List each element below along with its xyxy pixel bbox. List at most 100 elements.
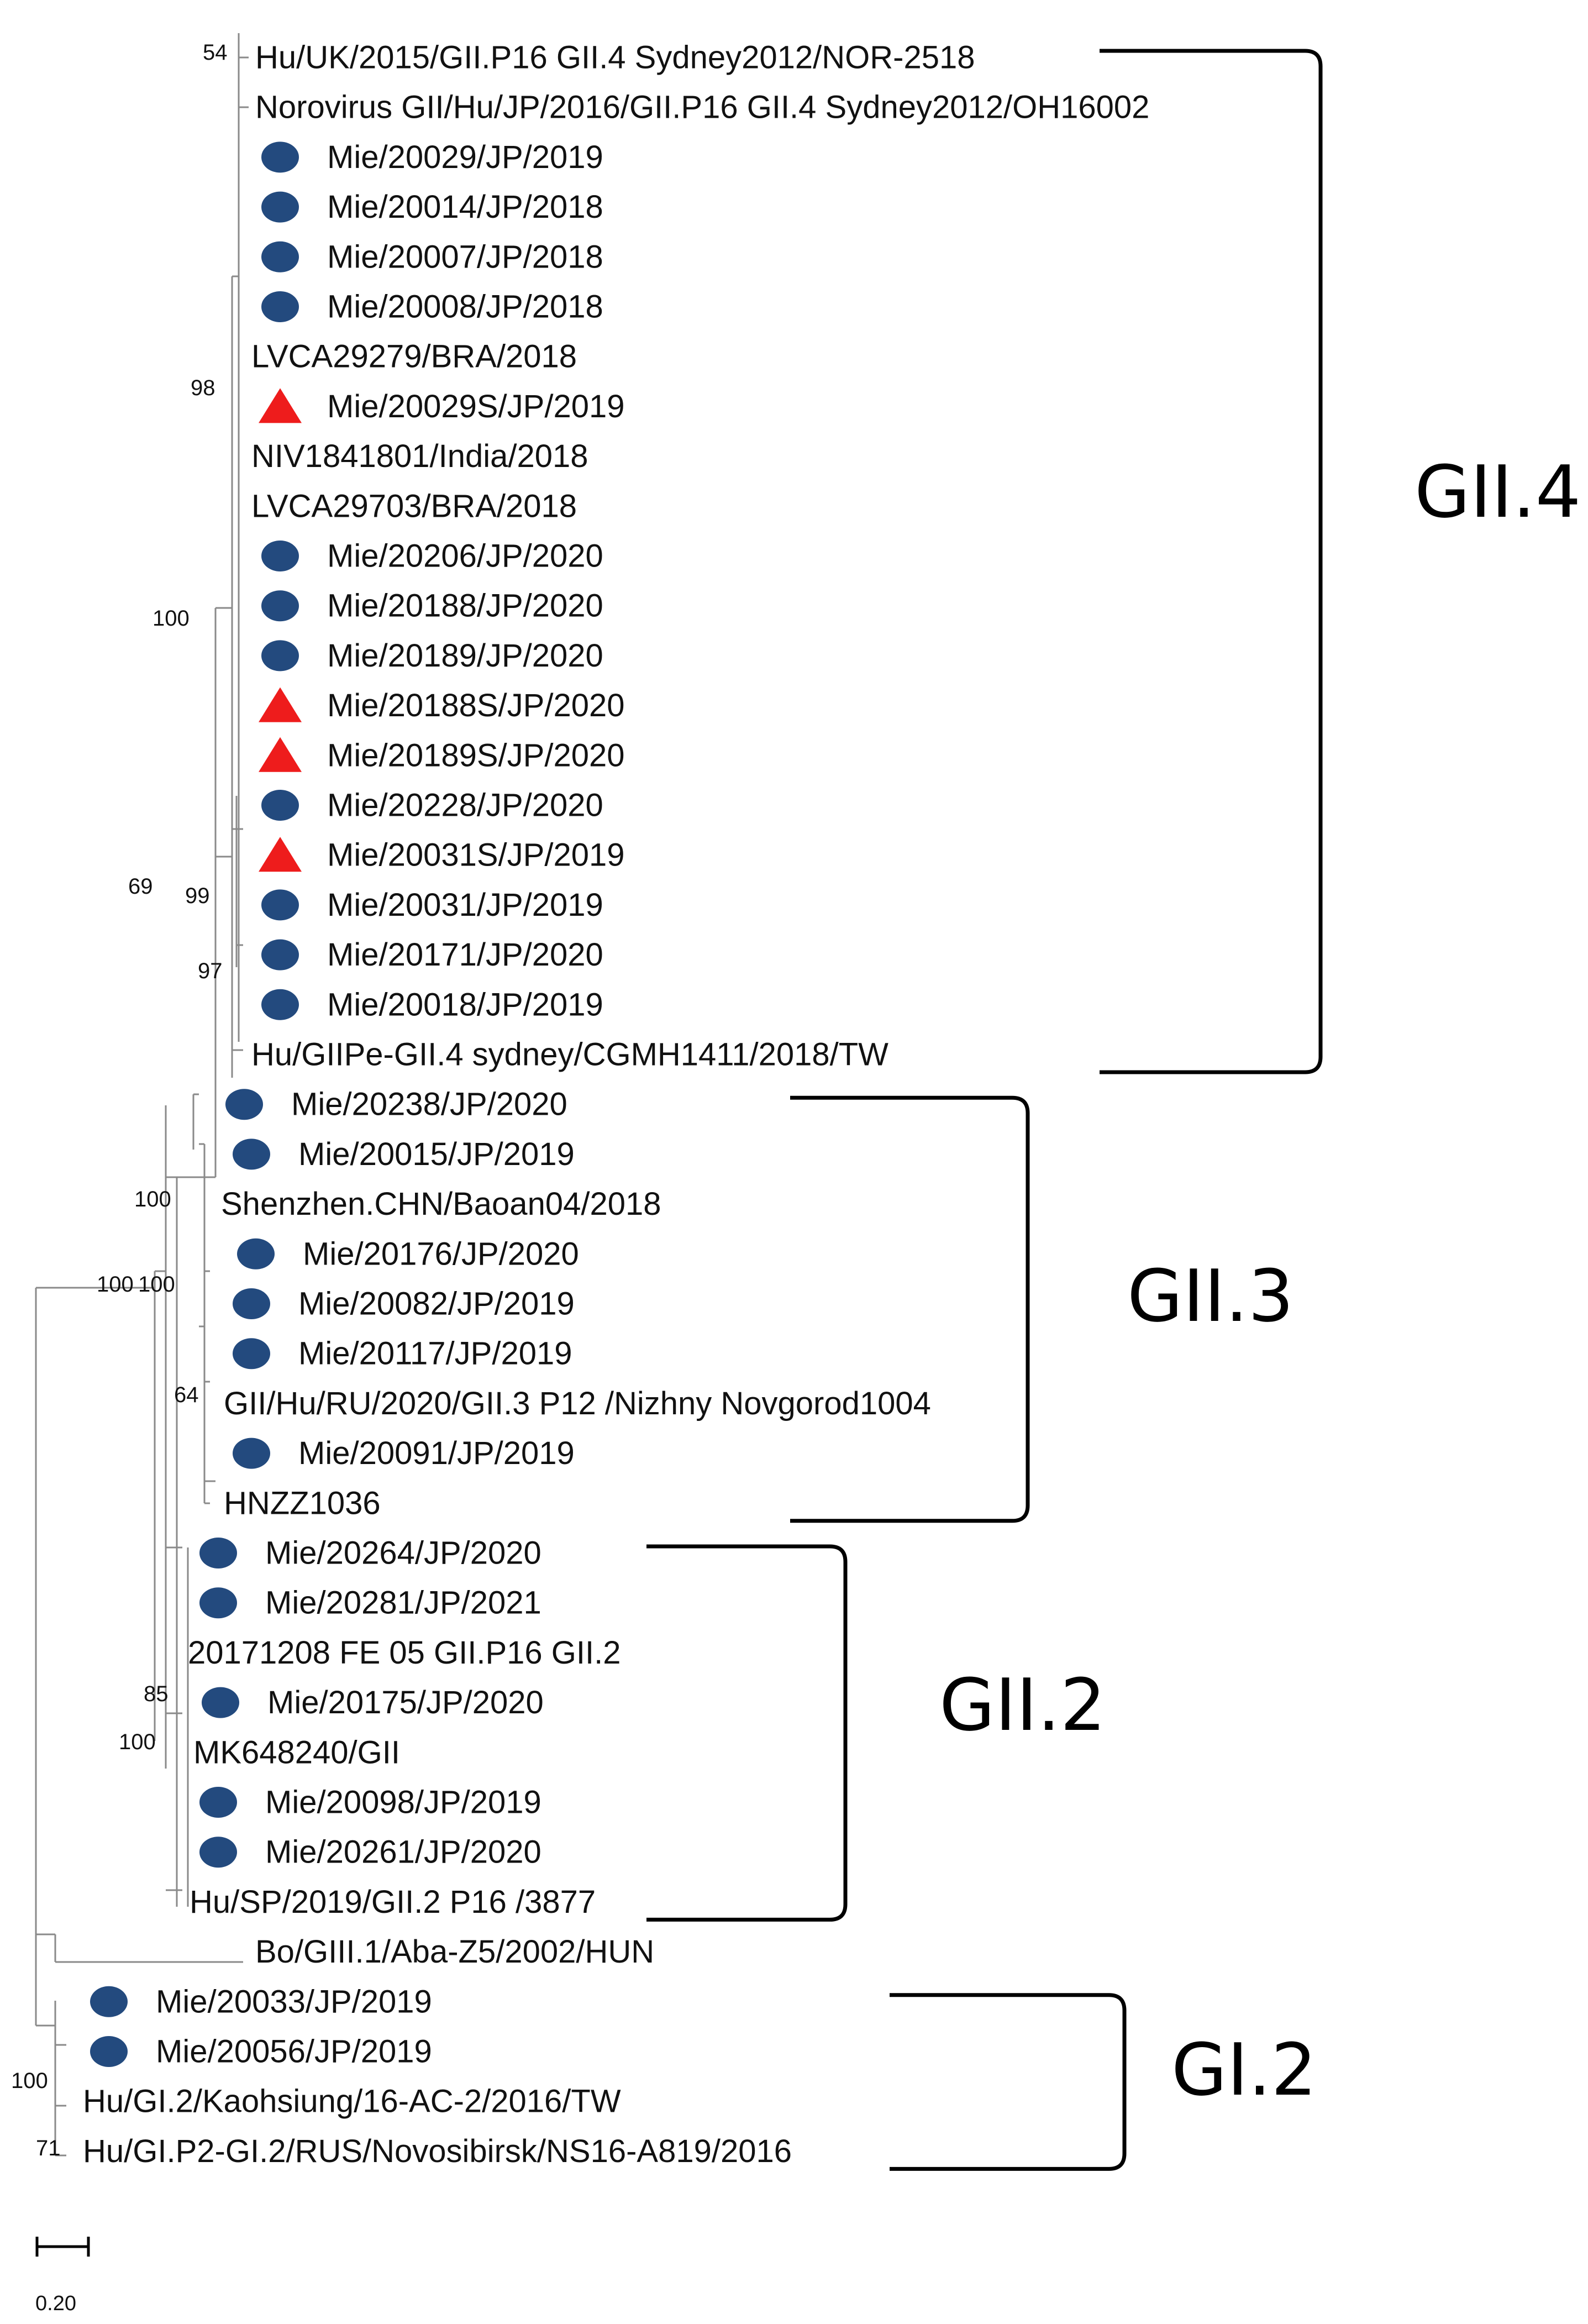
leaf-label: Mie/20188/JP/2020	[327, 588, 603, 624]
leaf-label: Mie/20031S/JP/2019	[327, 837, 624, 873]
bootstrap-value: 98	[191, 376, 215, 400]
circle-marker-icon	[261, 989, 299, 1020]
leaf-labels: Hu/UK/2015/GII.P16 GII.4 Sydney2012/NOR-…	[83, 40, 1149, 2169]
leaf-label: Hu/SP/2019/GII.2 P16 /3877	[190, 1884, 596, 1920]
leaf-label: Mie/20176/JP/2020	[303, 1236, 579, 1272]
leaf-label: LVCA29279/BRA/2018	[251, 339, 577, 375]
circle-marker-icon	[90, 2036, 128, 2067]
bootstrap-value: 100	[134, 1187, 171, 1211]
circle-marker-icon	[261, 889, 299, 921]
leaf-label: Mie/20007/JP/2018	[327, 239, 603, 275]
leaf-label: Mie/20015/JP/2019	[298, 1136, 575, 1172]
bootstrap-value: 71	[36, 2136, 61, 2160]
circle-marker-icon	[199, 1587, 237, 1619]
leaf-label: LVCA29703/BRA/2018	[251, 488, 577, 524]
circle-marker-icon	[261, 541, 299, 571]
leaf-label: Mie/20029/JP/2019	[327, 139, 603, 175]
bootstrap-value: 100	[153, 606, 190, 631]
leaf-label: Mie/20171/JP/2020	[327, 937, 603, 973]
scale-bar-label: 0.20	[35, 2292, 76, 2315]
leaf-label: Hu/GI.P2-GI.2/RUS/Novosibirsk/NS16-A819/…	[83, 2133, 792, 2169]
leaf-label: Mie/20008/JP/2018	[327, 289, 603, 325]
bootstrap-value: 54	[203, 40, 228, 65]
circle-marker-icon	[199, 1787, 237, 1818]
leaf-label: Hu/UK/2015/GII.P16 GII.4 Sydney2012/NOR-…	[255, 40, 975, 76]
circle-marker-icon	[261, 640, 299, 672]
clade-label: GII.2	[939, 1663, 1106, 1747]
circle-marker-icon	[233, 1139, 270, 1170]
leaf-label: Mie/20228/JP/2020	[327, 788, 603, 823]
circle-marker-icon	[261, 141, 299, 173]
bootstrap-value: 85	[144, 1682, 169, 1706]
circle-marker-icon	[202, 1687, 239, 1718]
clade-bracket	[1100, 49, 1323, 1074]
bootstrap-value: 97	[198, 959, 223, 983]
leaf-label: Mie/20018/JP/2019	[327, 987, 603, 1022]
leaf-label: Mie/20189S/JP/2020	[327, 737, 624, 773]
triangle-marker-icon	[259, 737, 302, 772]
circle-marker-icon	[261, 790, 299, 821]
leaf-label: Mie/20261/JP/2020	[265, 1834, 541, 1870]
leaf-label: GII/Hu/RU/2020/GII.3 P12 /Nizhny Novgoro…	[224, 1386, 931, 1421]
tree-branches	[35, 33, 249, 2157]
circle-marker-icon	[261, 291, 299, 322]
circle-marker-icon	[233, 1438, 270, 1469]
leaf-label: Mie/20056/JP/2019	[156, 2034, 432, 2070]
leaf-label: Hu/GIIPe-GII.4 sydney/CGMH1411/2018/TW	[251, 1037, 888, 1073]
leaf-label: Bo/GIII.1/Aba-Z5/2002/HUN	[255, 1934, 654, 1970]
leaf-label: Mie/20188S/JP/2020	[327, 688, 624, 723]
triangle-marker-icon	[259, 388, 302, 423]
clade-bracket	[646, 1544, 848, 1922]
bootstrap-value: 69	[128, 874, 153, 899]
leaf-label: Mie/20189/JP/2020	[327, 638, 603, 674]
circle-marker-icon	[233, 1288, 270, 1319]
scale-bar: 0.20	[35, 2237, 90, 2315]
circle-marker-icon	[261, 241, 299, 272]
clade-label: GI.2	[1171, 2028, 1317, 2112]
leaf-label: HNZZ1036	[224, 1485, 381, 1521]
circle-marker-icon	[199, 1837, 237, 1868]
leaf-label: Mie/20175/JP/2020	[267, 1685, 544, 1720]
leaf-label: Mie/20117/JP/2019	[298, 1336, 572, 1372]
clade-bracket	[790, 1095, 1030, 1523]
circle-marker-icon	[90, 1986, 128, 2017]
bootstrap-value: 100	[119, 1730, 156, 1754]
clade-label: GII.4	[1415, 450, 1581, 534]
circle-marker-icon	[225, 1089, 263, 1120]
circle-marker-icon	[237, 1238, 275, 1269]
leaf-label: 20171208 FE 05 GII.P16 GII.2	[188, 1635, 621, 1671]
bootstrap-value: 64	[174, 1383, 199, 1407]
triangle-marker-icon	[259, 837, 302, 872]
clade-label: GII.3	[1127, 1254, 1293, 1338]
leaf-label: Mie/20264/JP/2020	[265, 1535, 541, 1571]
triangle-marker-icon	[259, 687, 302, 722]
leaf-label: Mie/20029S/JP/2019	[327, 389, 624, 424]
leaf-label: Hu/GI.2/Kaohsiung/16-AC-2/2016/TW	[83, 2084, 621, 2120]
leaf-label: Mie/20206/JP/2020	[327, 538, 603, 574]
leaf-label: Mie/20033/JP/2019	[156, 1984, 432, 2019]
sample-markers	[90, 141, 302, 2067]
leaf-label: Mie/20031/JP/2019	[327, 887, 603, 923]
leaf-label: NIV1841801/India/2018	[251, 438, 588, 474]
bootstrap-value: 100	[138, 1272, 175, 1297]
leaf-label: Mie/20091/JP/2019	[298, 1435, 575, 1471]
circle-marker-icon	[199, 1538, 237, 1568]
leaf-label: Mie/20082/JP/2019	[298, 1286, 575, 1322]
leaf-label: Mie/20281/JP/2021	[265, 1585, 541, 1621]
leaf-label: Mie/20014/JP/2018	[327, 189, 603, 225]
leaf-label: Mie/20238/JP/2020	[291, 1087, 567, 1122]
bootstrap-value: 100	[97, 1272, 134, 1297]
leaf-label: Mie/20098/JP/2019	[265, 1785, 541, 1821]
circle-marker-icon	[261, 191, 299, 223]
circle-marker-icon	[233, 1338, 270, 1370]
leaf-label: Shenzhen.CHN/Baoan04/2018	[221, 1186, 661, 1222]
leaf-label: MK648240/GII	[193, 1734, 400, 1770]
clade-bracket	[890, 1993, 1127, 2171]
bootstrap-value: 99	[185, 884, 210, 908]
bootstrap-value: 100	[11, 2069, 48, 2093]
circle-marker-icon	[261, 590, 299, 622]
circle-marker-icon	[261, 939, 299, 970]
